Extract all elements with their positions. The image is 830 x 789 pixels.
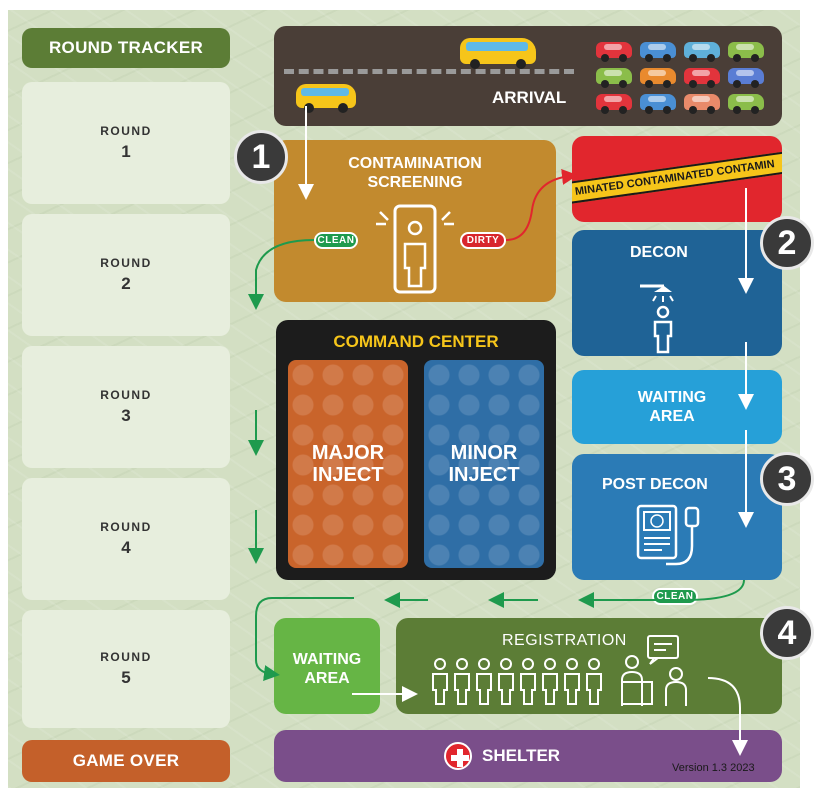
round-word: ROUND [100,520,152,534]
round-word: ROUND [100,650,152,664]
arrow-dirty [505,168,578,241]
round-slot-5[interactable]: ROUND 5 [22,610,230,728]
shelter-zone[interactable]: SHELTER Version 1.3 2023 [274,730,782,782]
step-4-number: 4 [777,613,797,652]
car-icon [640,94,676,114]
waiting-area-right-line2: AREA [649,408,695,425]
car-icon [728,42,764,62]
command-center[interactable]: COMMAND CENTER MAJOR INJECT MINOR INJECT [276,320,556,580]
major-inject-line1: MAJOR [311,442,385,464]
step-2-number: 2 [777,223,797,262]
minor-inject-deck[interactable]: MINOR INJECT [424,360,544,568]
bus-icon [296,84,356,113]
car-icon [728,68,764,88]
minor-inject-line2: INJECT [448,464,520,486]
arrow-clean-screening [248,239,315,310]
step-2-badge: 2 [760,216,814,270]
arrival-label: ARRIVAL [492,88,567,107]
post-decon-clean-label: CLEAN [656,591,694,602]
step-1-number: 1 [251,137,271,176]
round-word: ROUND [100,124,152,138]
game-over-box[interactable]: GAME OVER [22,740,230,782]
car-icon [596,42,632,62]
contamination-screening-zone[interactable]: CONTAMINATION SCREENING CLEAN DIRTY [274,140,556,302]
round-tracker-header: ROUND TRACKER [22,28,230,68]
game-board: ROUND TRACKER ROUND 1 ROUND 2 ROUND 3 RO… [8,10,814,788]
step-3-badge: 3 [760,452,814,506]
command-center-title: COMMAND CENTER [333,332,499,351]
step-4-badge: 4 [760,606,814,660]
waiting-area-left-title: WAITING AREA [274,650,380,688]
step-1-badge: 1 [234,130,288,184]
round-word: ROUND [100,256,152,270]
screening-title-line1: CONTAMINATION [348,155,482,172]
car-icon [640,42,676,62]
clean-label: CLEAN [317,235,355,246]
round-word: ROUND [100,388,152,402]
waiting-area-right-line1: WAITING [637,389,707,406]
bus-icon [460,38,536,69]
decon-title: DECON [630,244,688,261]
minor-inject-line1: MINOR [450,442,518,464]
round-tracker-title: ROUND TRACKER [48,38,204,57]
screening-title: CONTAMINATION SCREENING [274,154,556,192]
queue-people-icon [432,658,602,705]
scanner-icon [376,204,454,294]
car-icon [596,94,632,114]
major-inject-deck[interactable]: MAJOR INJECT [288,360,408,568]
flow-arrows [248,106,754,756]
round-number: 3 [121,406,131,425]
dirty-badge: DIRTY [460,232,506,249]
waiting-area-left-line1: WAITING [292,651,362,668]
waiting-area-right-title: WAITING AREA [612,388,732,426]
post-decon-title: POST DECON [602,476,708,493]
radiation-scanner-icon [636,504,700,566]
red-cross-icon [444,742,472,770]
clean-badge: CLEAN [314,232,358,249]
arrow-to-waiting [255,597,354,681]
game-over-label: GAME OVER [72,751,180,770]
registration-desk-icon [621,635,687,706]
waiting-area-left-line2: AREA [304,670,350,687]
round-slot-3[interactable]: ROUND 3 [22,346,230,468]
round-number: 2 [121,274,131,293]
screening-title-line2: SCREENING [367,174,463,191]
arrow-registration-shelter [707,677,748,756]
round-slot-2[interactable]: ROUND 2 [22,214,230,336]
arrival-zone[interactable]: ARRIVAL [274,26,782,126]
car-icon [684,68,720,88]
registration-title: REGISTRATION [502,632,627,649]
arrow-clean-return [578,579,745,608]
major-inject-line2: INJECT [312,464,384,486]
waiting-area-left[interactable]: WAITING AREA [274,618,380,714]
car-icon [640,68,676,88]
round-number: 4 [121,538,131,557]
car-icon [596,68,632,88]
dirty-label: DIRTY [466,235,500,246]
round-number: 1 [121,142,131,161]
road-dashes [284,69,574,74]
registration-zone[interactable]: REGISTRATION [396,618,782,714]
car-icon [728,94,764,114]
round-slot-4[interactable]: ROUND 4 [22,478,230,600]
car-icon [684,94,720,114]
step-3-number: 3 [777,459,797,498]
car-icon [684,42,720,62]
round-slot-1[interactable]: ROUND 1 [22,82,230,204]
version-label: Version 1.3 2023 [672,762,755,774]
shower-icon [640,284,674,354]
shelter-label: SHELTER [482,746,561,765]
round-number: 5 [121,668,131,687]
